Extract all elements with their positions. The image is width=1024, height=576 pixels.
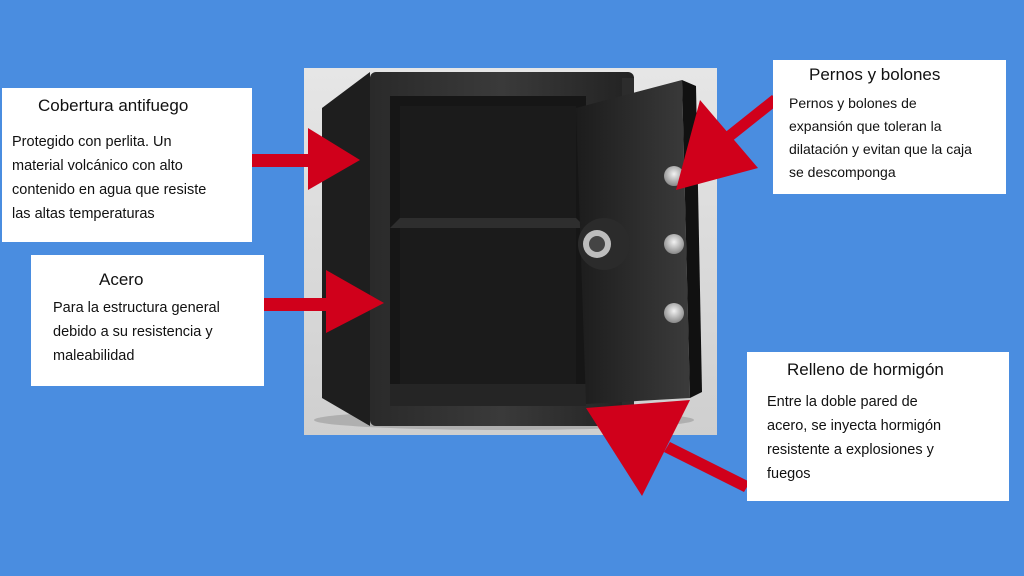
callout-pernos-bolones: Pernos y bolones Pernos y bolones de exp… bbox=[773, 60, 1006, 194]
callout-title: Acero bbox=[99, 270, 144, 289]
callout-title: Relleno de hormigón bbox=[787, 360, 944, 379]
callout-body: Protegido con perlita. Un material volcá… bbox=[12, 134, 207, 222]
callout-relleno-hormigon: Relleno de hormigón Entre la doble pared… bbox=[747, 352, 1009, 501]
callout-body: Para la estructura general debido a su r… bbox=[53, 300, 220, 364]
callout-title: Pernos y bolones bbox=[809, 65, 941, 84]
callout-cobertura-antifuego: Cobertura antifuego Protegido con perlit… bbox=[2, 88, 252, 242]
callout-title: Cobertura antifuego bbox=[38, 96, 189, 115]
callout-acero: Acero Para la estructura general debido … bbox=[31, 255, 264, 386]
safe-image bbox=[304, 68, 717, 435]
callout-body: Pernos y bolones de expansión que tolera… bbox=[789, 95, 972, 180]
callout-body: Entre la doble pared de acero, se inyect… bbox=[767, 394, 942, 482]
